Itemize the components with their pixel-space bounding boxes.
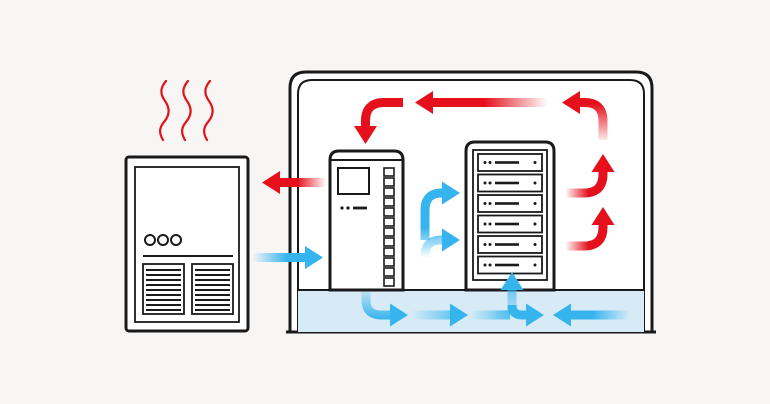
vent-circles xyxy=(144,234,182,246)
cool-arrow-rack-lower xyxy=(420,228,460,285)
heat-wave xyxy=(203,79,214,142)
hot-arrow-to-outside xyxy=(262,171,326,194)
server-unit xyxy=(477,194,543,213)
cool-arrow-crah-floor xyxy=(361,292,408,327)
heat-wave xyxy=(159,79,170,142)
cool-air-arrows xyxy=(252,181,630,327)
grille-left xyxy=(142,263,185,315)
cool-arrow-rack-upper xyxy=(420,181,460,240)
hot-arrow-corner-down xyxy=(354,98,403,144)
heat-wave xyxy=(181,79,192,142)
crah-cooling-unit xyxy=(328,149,405,292)
indicator-lights xyxy=(383,167,395,287)
server-unit xyxy=(477,235,543,254)
control-screen xyxy=(337,167,370,195)
hot-arrow-exhaust-lower xyxy=(566,207,615,251)
hot-air-arrows xyxy=(262,91,615,251)
hot-arrow-corner-up xyxy=(562,91,608,140)
server-unit xyxy=(477,153,543,172)
server-units xyxy=(477,153,543,275)
hot-arrow-exhaust-upper xyxy=(566,154,615,198)
heat-rejection-unit xyxy=(124,155,250,333)
cool-arrow-floor-branch xyxy=(507,303,544,327)
cool-arrow-floor-mid xyxy=(412,303,468,327)
cool-arrow-floor-right xyxy=(470,310,510,320)
heat-waves xyxy=(159,79,214,142)
hot-arrow-return-top xyxy=(415,91,548,114)
cool-arrow-floor-return xyxy=(553,303,630,327)
grille-right xyxy=(191,263,234,315)
server-rack xyxy=(464,140,556,292)
server-unit xyxy=(477,255,543,275)
server-unit xyxy=(477,173,543,193)
cool-arrow-to-crah xyxy=(252,246,323,269)
control-dots xyxy=(340,206,367,210)
server-unit xyxy=(477,214,543,234)
